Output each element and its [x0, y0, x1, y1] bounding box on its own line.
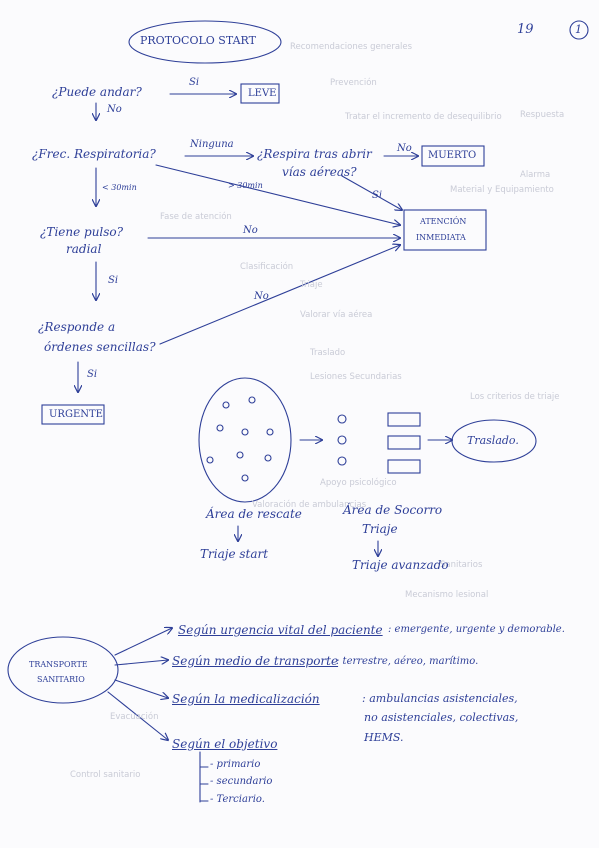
result-leve: LEVE	[248, 88, 277, 99]
branch-1	[114, 628, 172, 656]
objetivo-item: - secundario	[210, 776, 273, 787]
show-through-text: Clasificación	[240, 262, 294, 272]
branch-4	[107, 691, 168, 740]
branch-label-medio: Según medio de transporte	[172, 654, 339, 668]
label-traslado: Traslado.	[467, 434, 519, 447]
question-ordenes-2: órdenes sencillas?	[44, 340, 156, 354]
show-through-text: Lesiones Secundarias	[310, 372, 402, 382]
branch-3	[114, 679, 168, 698]
show-through-text: Evacuación	[110, 712, 159, 722]
show-through-text: Apoyo psicológico	[320, 478, 397, 488]
hub-label: TRANSPORTE	[29, 660, 88, 669]
branch-value-urgencia: : emergente, urgente y demorable.	[388, 624, 565, 635]
label-triaje: Triaje	[362, 522, 398, 536]
show-through-text: Material y Equipamiento	[450, 185, 554, 195]
answer-si: Si	[372, 190, 383, 201]
show-through-text: Alarma	[520, 170, 551, 180]
label-area-socorro: Área de Socorro	[343, 503, 443, 517]
arrow-si-atencion	[341, 175, 402, 210]
arrow-gt30	[155, 164, 400, 225]
show-through-text: Triaje	[300, 280, 323, 290]
result-inmediata: INMEDIATA	[416, 233, 466, 242]
branch-2	[114, 660, 168, 666]
muerto-box	[421, 145, 485, 167]
question-pulso-2: radial	[66, 242, 102, 256]
title-ellipse	[128, 20, 282, 64]
show-through-text: Tratar el incremento de desequilibrio	[345, 112, 502, 122]
label-triaje-avanzado: Triaje avanzado	[352, 558, 449, 572]
show-through-text: Fase de atención	[160, 212, 232, 222]
show-through-text: Valorar vía aérea	[300, 310, 373, 320]
branch-value-medicalizacion-3: HEMS.	[364, 731, 404, 744]
show-through-text: Valoración de ambulancias	[252, 500, 367, 510]
branch-value-medio: : terrestre, aéreo, marítimo.	[336, 656, 479, 667]
answer-si: Si	[189, 77, 200, 88]
circled-page-number: 1	[575, 23, 582, 36]
question-pulso: ¿Tiene pulso?	[40, 225, 124, 239]
show-through-text: Prevención	[330, 78, 377, 88]
question-puede-andar: ¿Puede andar?	[52, 85, 142, 99]
show-through-text: Sanitarios	[440, 560, 483, 570]
answer-no: No	[254, 291, 269, 302]
question-ordenes: ¿Responde a	[38, 320, 116, 334]
rescate-area	[198, 377, 292, 503]
traslado-ellipse	[451, 419, 537, 463]
branch-value-medicalizacion: : ambulancias asistenciales,	[362, 692, 518, 705]
answer-si: Si	[108, 275, 119, 286]
answer-ninguna: Ninguna	[190, 139, 234, 150]
objetivo-bracket	[199, 751, 209, 803]
answer-no: No	[397, 143, 412, 154]
label-area-rescate: Área de rescate	[206, 507, 302, 521]
result-muerto: MUERTO	[428, 150, 477, 161]
page-number: 19	[517, 22, 534, 37]
hub-label-2: SANITARIO	[37, 675, 85, 684]
atencion-box	[403, 209, 487, 251]
page-number-circle	[569, 20, 589, 40]
show-through-text: Mecanismo lesional	[405, 590, 489, 600]
show-through-text: Control sanitario	[70, 770, 141, 780]
transporte-hub	[7, 636, 119, 704]
branch-value-medicalizacion-2: no asistenciales, colectivas,	[364, 711, 519, 724]
answer-no: No	[107, 104, 122, 115]
branch-label-medicalizacion: Según la medicalización	[172, 692, 320, 706]
objetivo-item: - primario	[210, 759, 261, 770]
show-through-text: Recomendaciones generales	[290, 42, 413, 52]
objetivo-item: - Terciario.	[210, 794, 265, 805]
branch-label-urgencia: Según urgencia vital del paciente	[178, 623, 383, 637]
question-respira-2: vías aéreas?	[282, 165, 357, 179]
question-frec-respiratoria: ¿Frec. Respiratoria?	[32, 147, 156, 161]
urgente-box	[41, 404, 105, 425]
result-atencion: ATENCIÓN	[420, 217, 467, 226]
answer-lt30: < 30min	[102, 183, 137, 192]
show-through-text: Los criterios de triaje	[470, 392, 560, 402]
question-respira: ¿Respira tras abrir	[257, 147, 372, 161]
page-title: PROTOCOLO START	[140, 34, 256, 47]
answer-gt30: > 30min	[228, 181, 263, 190]
show-through-text: Respuesta	[520, 110, 565, 120]
result-urgente: URGENTE	[49, 409, 103, 420]
answer-no: No	[243, 225, 258, 236]
leve-box	[240, 83, 280, 104]
branch-label-objetivo: Según el objetivo	[172, 737, 278, 751]
show-through-text: Traslado	[310, 348, 346, 358]
answer-si: Si	[87, 369, 98, 380]
label-triaje-start: Triaje start	[200, 547, 269, 561]
arrow-ordenes-no	[159, 245, 400, 345]
